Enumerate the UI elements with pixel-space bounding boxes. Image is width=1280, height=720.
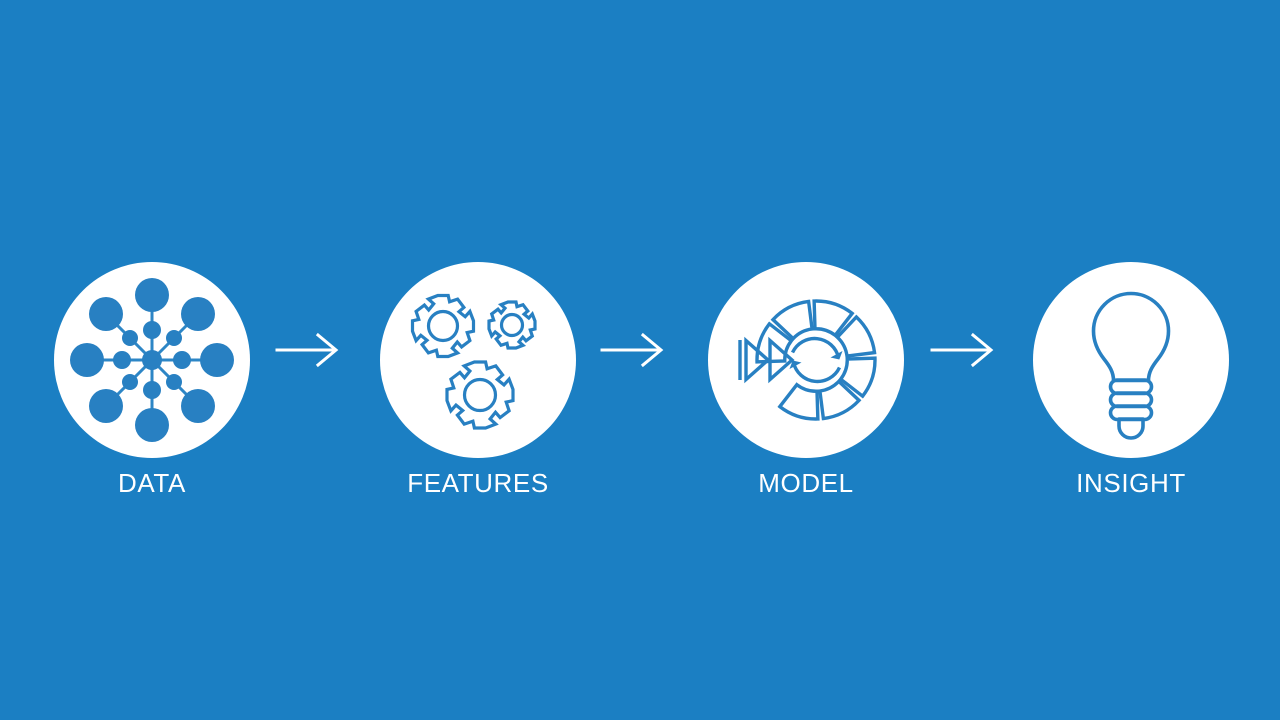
- stage-features-label: FEATURES: [407, 468, 549, 498]
- arrow-right-icon: [275, 332, 339, 368]
- network-nodes-icon: [70, 278, 234, 442]
- stage-data-label: DATA: [118, 468, 186, 498]
- stage-model-label: MODEL: [758, 468, 854, 498]
- stage-model[interactable]: MODEL: [706, 262, 906, 500]
- stage-insight[interactable]: INSIGHT: [1031, 262, 1231, 500]
- connector-data-to-features: [275, 330, 341, 370]
- process-flow-diagram: DATA: [0, 250, 1280, 510]
- lightbulb-icon: [1091, 291, 1171, 440]
- stage-features-circle: [380, 262, 576, 458]
- connector-model-to-insight: [930, 330, 996, 370]
- stage-data-circle: [54, 262, 250, 458]
- stage-data[interactable]: DATA: [52, 262, 252, 500]
- arrow-right-icon: [930, 332, 994, 368]
- stage-model-circle: [708, 262, 904, 458]
- stage-insight-circle: [1033, 262, 1229, 458]
- stage-features[interactable]: FEATURES: [378, 262, 578, 500]
- connector-features-to-model: [600, 330, 666, 370]
- arrow-right-icon: [600, 332, 664, 368]
- segmented-wheel-refresh-icon: [738, 299, 877, 421]
- stage-insight-label: INSIGHT: [1076, 468, 1186, 498]
- gears-icon: [410, 293, 537, 430]
